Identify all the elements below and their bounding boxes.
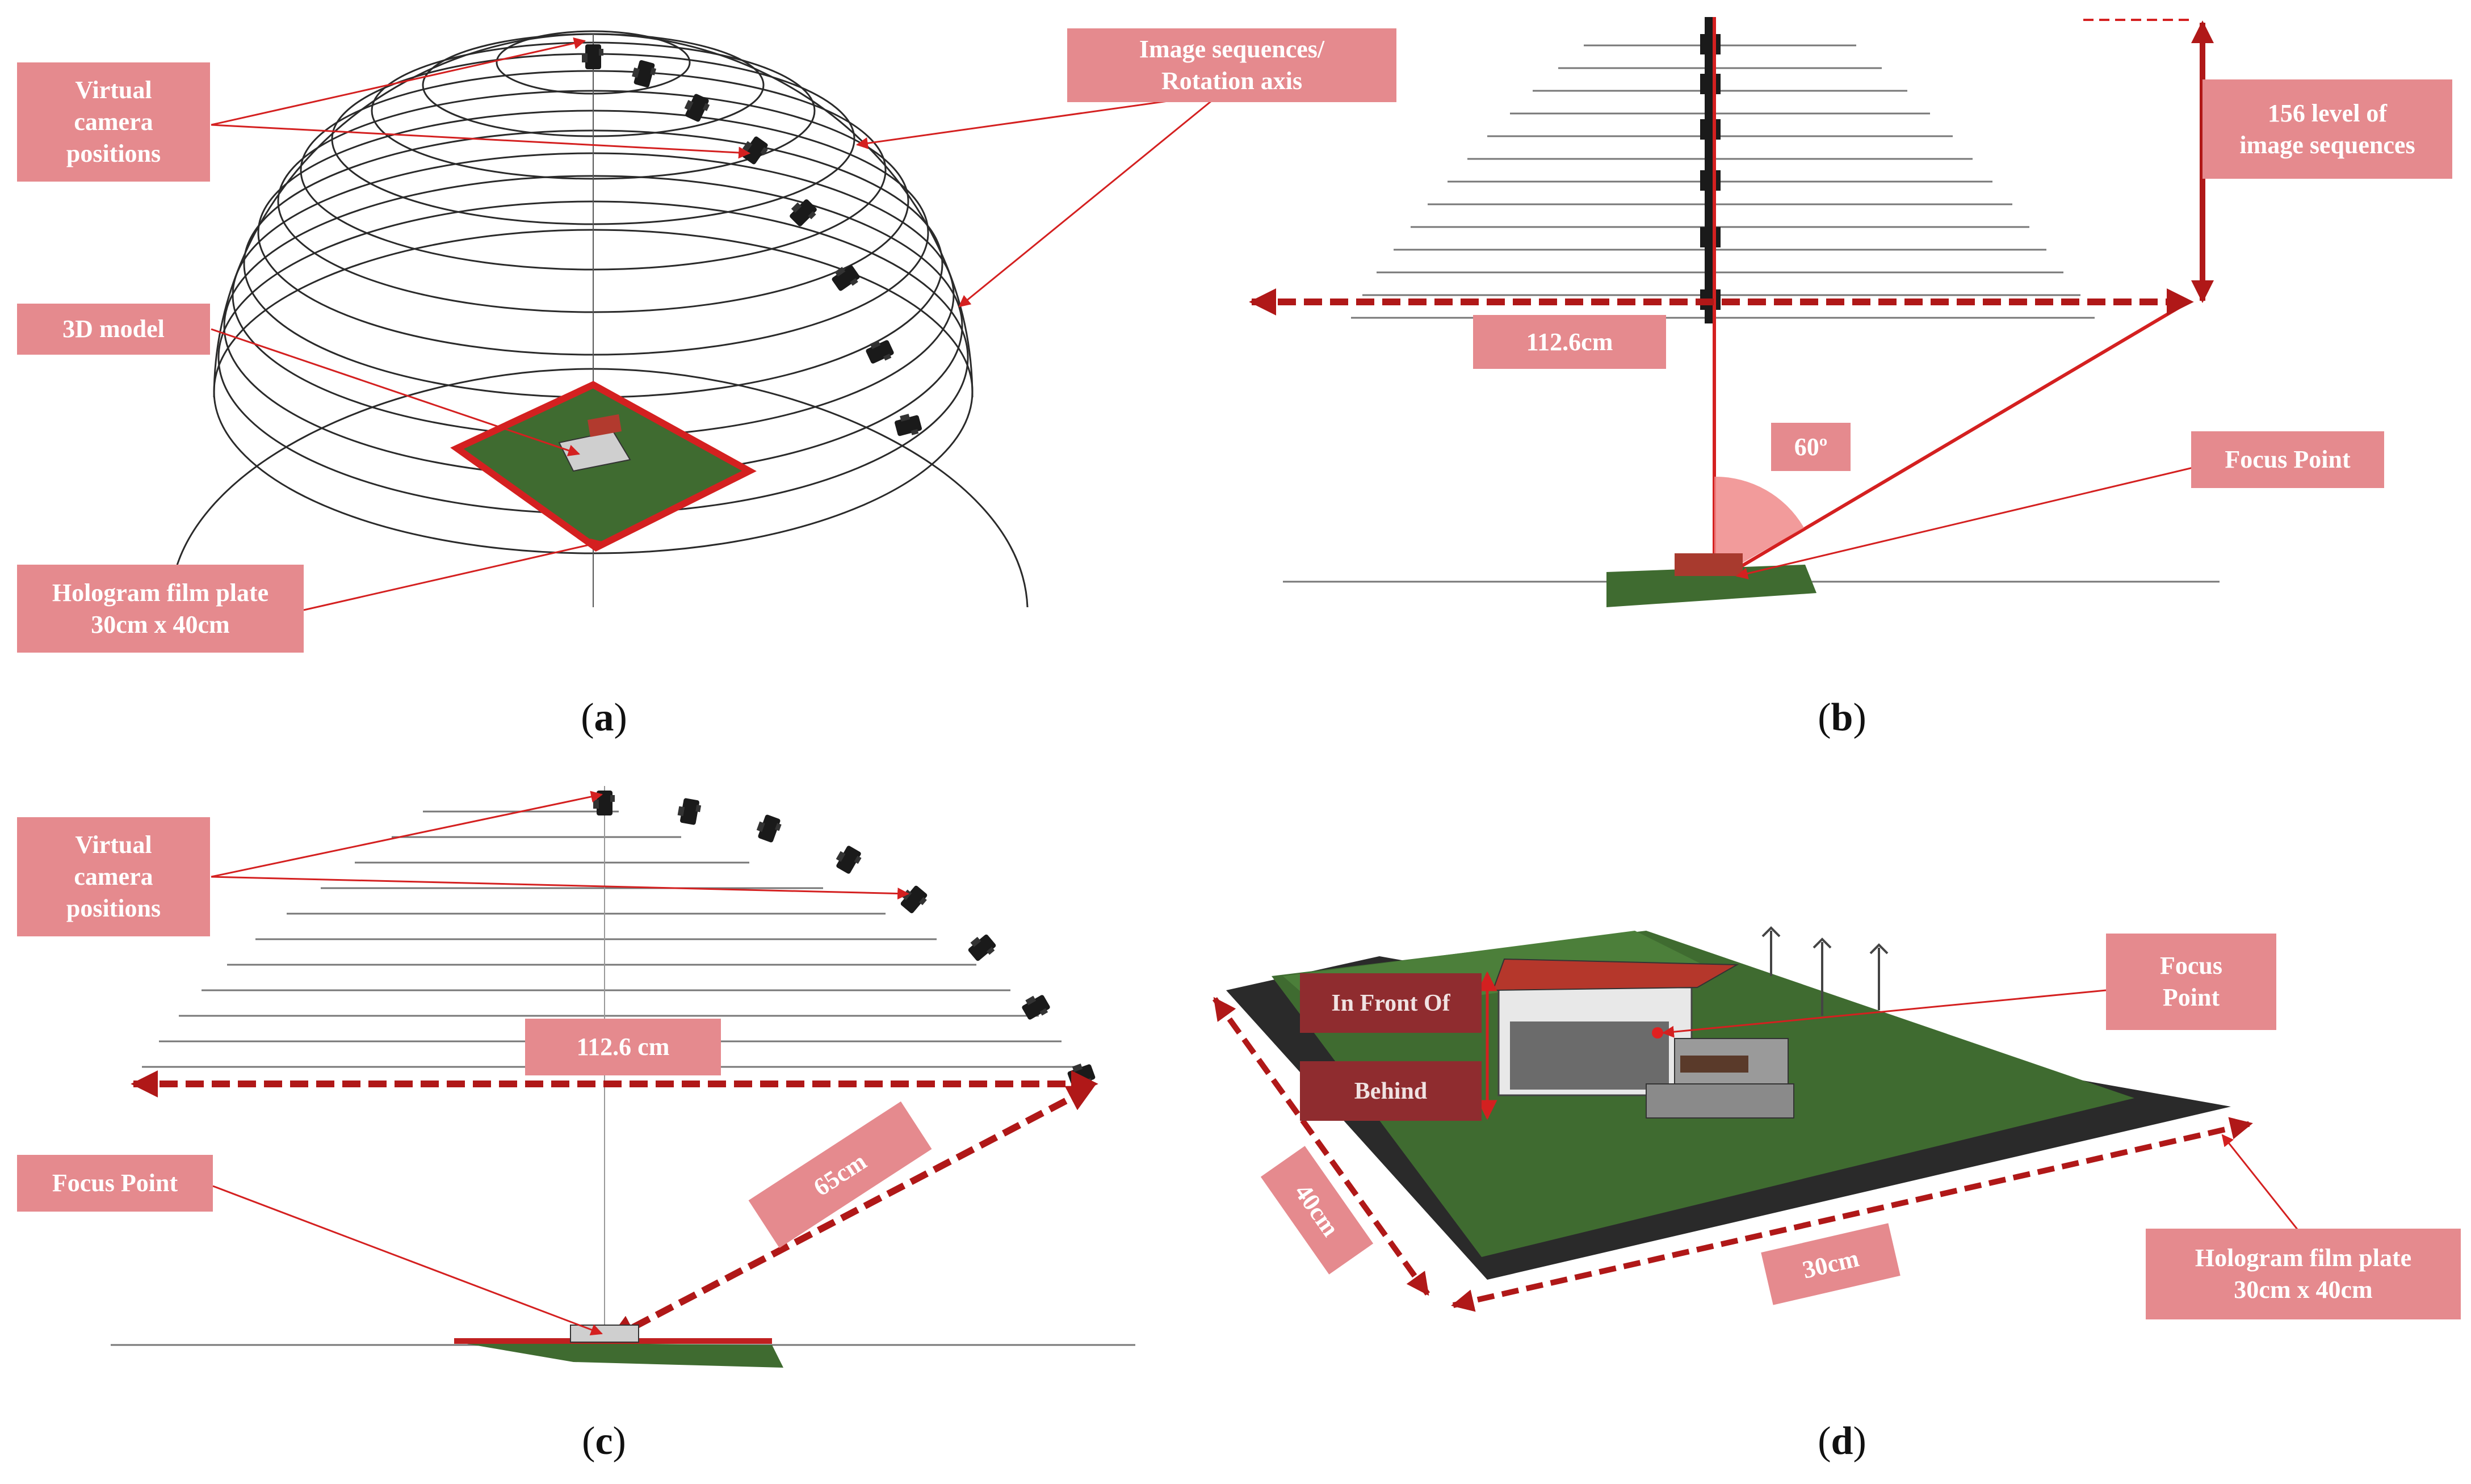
camera-icon (630, 58, 658, 89)
camera-icon (965, 931, 999, 964)
label-hologram-film-plate-d: Hologram film plate 30cm x 40cm (2146, 1229, 2461, 1319)
label-hologram-film-plate-a: Hologram film plate 30cm x 40cm (17, 565, 304, 653)
label-virtual-camera-positions-c: Virtual camera positions (17, 817, 210, 936)
label-image-sequences: Image sequences/ Rotation axis (1067, 28, 1396, 102)
camera-icon (897, 882, 930, 916)
camera-icon (754, 813, 783, 844)
caption-c: (c) (582, 1419, 626, 1463)
label-behind: Behind (1300, 1061, 1482, 1121)
label-focus-point-d: Focus Point (2106, 934, 2276, 1030)
label-in-front-of: In Front Of (1300, 973, 1482, 1033)
panel-d-perspective (1212, 926, 2311, 1312)
camera-icon (832, 843, 864, 876)
caption-d: (d) (1818, 1419, 1866, 1463)
label-virtual-camera-positions: Virtual camera positions (17, 62, 210, 182)
label-156-levels: 156 level of image sequences (2202, 79, 2452, 179)
camera-icon (786, 196, 820, 229)
caption-b: (b) (1818, 696, 1866, 739)
panel-c-side-view (111, 786, 1135, 1368)
panel-b-side-view (1249, 17, 2220, 607)
caption-a: (a) (581, 696, 627, 739)
panel-a-dome (169, 30, 1221, 611)
camera-icon (676, 797, 702, 826)
panel-a-film-plate (450, 381, 757, 552)
camera-icon (582, 44, 603, 69)
label-width-112-6cm: 112.6cm (1473, 315, 1666, 369)
wind-turbine-icon (1761, 926, 1889, 1016)
label-width-112-6-cm: 112.6 cm (525, 1019, 721, 1075)
label-60-degrees: 60º (1771, 423, 1851, 471)
camera-icon (1019, 991, 1052, 1023)
label-3d-model: 3D model (17, 304, 210, 355)
house-model (1492, 958, 1794, 1119)
label-focus-point-b: Focus Point (2191, 431, 2384, 488)
label-focus-point-c: Focus Point (17, 1155, 213, 1212)
